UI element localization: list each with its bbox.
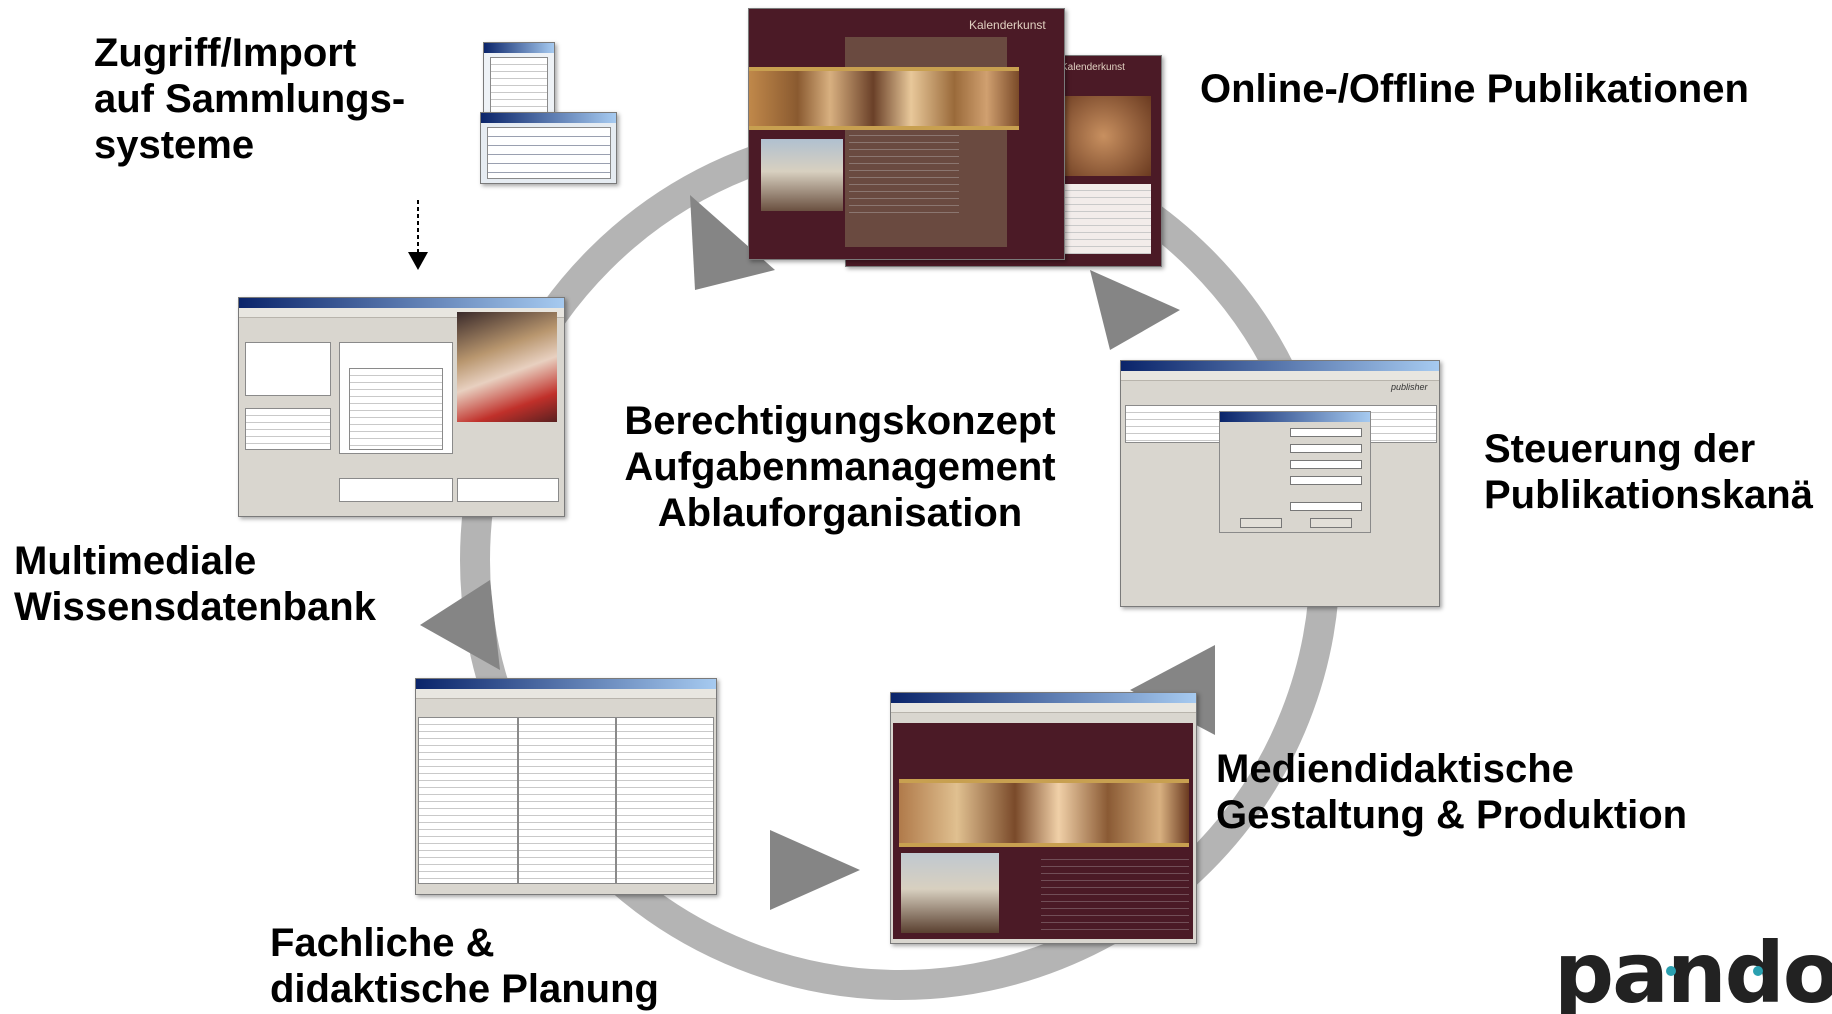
- cycle-arrow-top-left: [690, 195, 775, 290]
- import-flow-arrowhead: [408, 252, 428, 270]
- cycle-arrow-top-right: [1090, 270, 1180, 350]
- publisher-brand: publisher: [1391, 382, 1428, 392]
- label-multimedia-knowledge-base: Multimediale Wissensdatenbank: [14, 539, 376, 629]
- publisher-screenshot: publisher: [1120, 360, 1440, 607]
- collection-form-screenshot: [480, 112, 617, 184]
- publisher-dialog: [1219, 411, 1371, 533]
- cycle-arrow-bottom: [770, 830, 860, 910]
- logo-accent-dot: [1753, 966, 1763, 976]
- web-publication-front-screenshot: Kalenderkunst: [748, 8, 1065, 260]
- cycle-arrow-left: [420, 580, 500, 670]
- web-front-title: Kalenderkunst: [969, 18, 1046, 32]
- pandora-logo: pandora: [1548, 938, 1832, 1014]
- media-production-screenshot: [890, 692, 1197, 944]
- planning-tool-screenshot: [415, 678, 717, 895]
- painting-strip: [749, 67, 1019, 130]
- label-media-didactic-production: Mediendidaktische Gestaltung & Produktio…: [1216, 747, 1688, 837]
- portrait-painting: [457, 312, 557, 422]
- import-flow-line: [417, 200, 419, 260]
- knowledge-database-screenshot: [238, 297, 565, 517]
- web-back-title: Kalenderkunst: [1061, 62, 1125, 73]
- label-publication-channel-control: Steuerung der Publikationskanä: [1484, 427, 1813, 517]
- logo-accent-dot: [1666, 966, 1676, 976]
- label-collection-import: Zugriff/Import auf Sammlungs- systeme: [94, 31, 406, 167]
- label-didactic-planning: Fachliche & didaktische Planung: [270, 921, 659, 1011]
- label-online-offline-publications: Online-/Offline Publikationen: [1200, 67, 1749, 111]
- label-core-functions: Berechtigungskonzept Aufgabenmanagement …: [624, 399, 1056, 535]
- web-feature-painting: [761, 139, 843, 211]
- pandora-logo-text: pandora: [1554, 938, 1832, 1014]
